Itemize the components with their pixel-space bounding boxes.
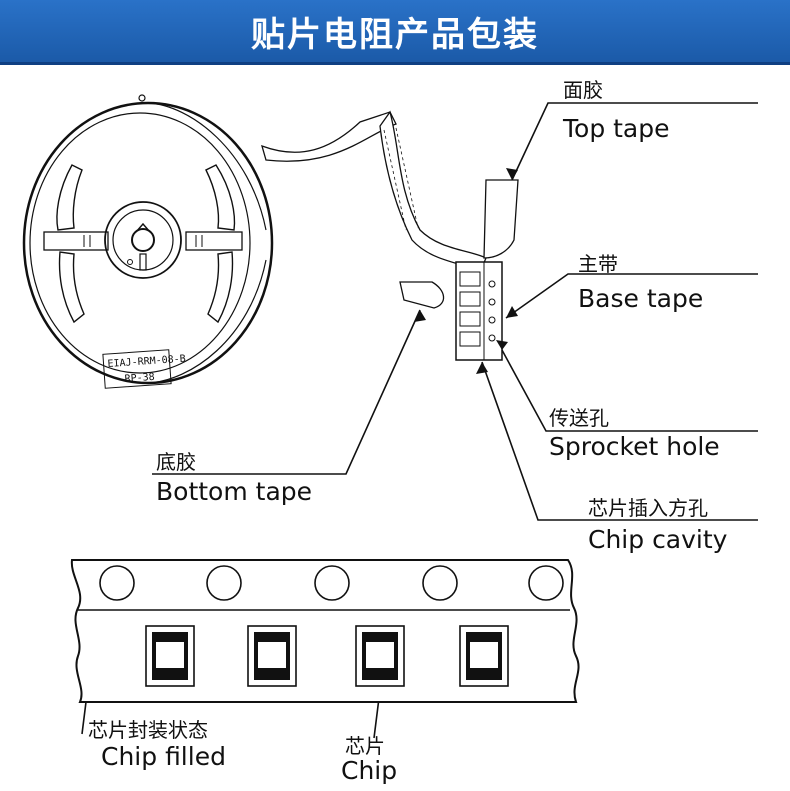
- carrier-tape-strip: [70, 559, 580, 703]
- chip-cavity-3: [355, 625, 405, 687]
- chip-cavity-label-zh: 芯片插入方孔: [588, 496, 708, 520]
- page-title: 贴片电阻产品包装: [251, 14, 539, 55]
- sprocket-hole-label-en: Sprocket hole: [549, 432, 720, 461]
- top-tape-label-en: Top tape: [563, 114, 670, 143]
- base-tape-label-en: Base tape: [578, 284, 704, 313]
- title-banner: 贴片电阻产品包装: [0, 0, 790, 65]
- chip-filled-label-zh: 芯片封装状态: [88, 718, 208, 742]
- reel-label-line1: EIAJ-RRM-08-B: [107, 354, 186, 370]
- tape-ribbon: [261, 110, 519, 361]
- chip-filled-label-en: Chip filled: [101, 742, 226, 771]
- sprocket-hole-label-zh: 传送孔: [549, 406, 609, 430]
- chip-label-en: Chip: [341, 756, 398, 785]
- chip-cavity-1: [145, 625, 195, 687]
- reel: [22, 94, 274, 389]
- chip-label-zh: 芯片: [345, 734, 385, 758]
- chip-cavities: [145, 625, 509, 687]
- chip-cavity-4: [459, 625, 509, 687]
- top-tape-label-zh: 面胶: [563, 78, 603, 102]
- reel-label-line2: RP-38: [124, 372, 155, 385]
- chip-cavity-label-en: Chip cavity: [588, 525, 728, 554]
- base-tape-label-zh: 主带: [578, 252, 618, 276]
- chip-cavity-2: [247, 625, 297, 687]
- bottom-tape-label-zh: 底胶: [156, 450, 196, 474]
- bottom-tape-label-en: Bottom tape: [156, 477, 313, 506]
